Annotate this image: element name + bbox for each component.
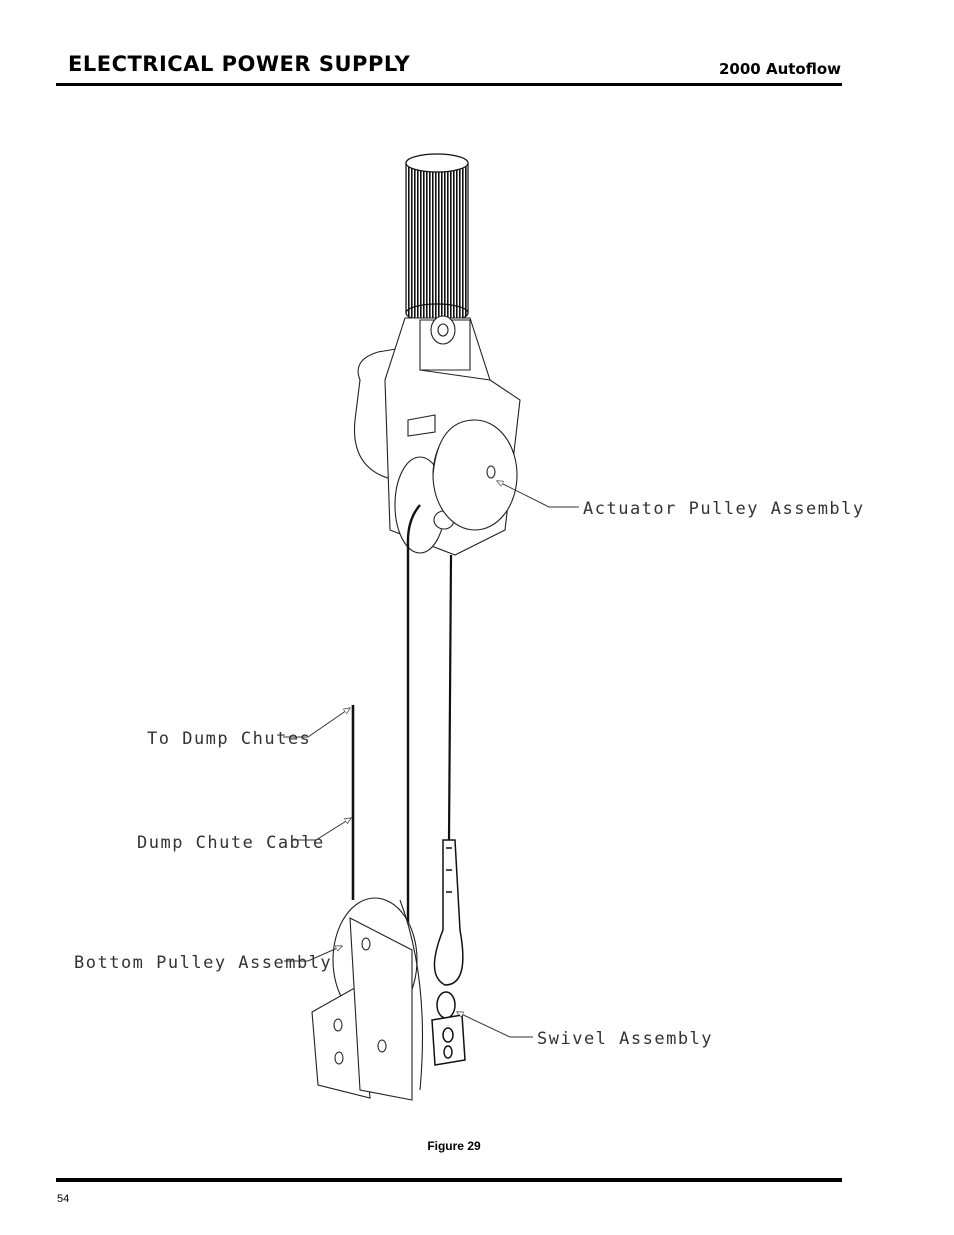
callout-leaders bbox=[283, 481, 579, 1038]
header-rule bbox=[56, 83, 842, 86]
callout-to-dump-chutes: To Dump Chutes bbox=[147, 729, 311, 749]
cables bbox=[351, 504, 453, 1095]
callout-actuator-pulley: Actuator Pulley Assembly bbox=[583, 499, 865, 519]
actuator-motor bbox=[405, 153, 469, 323]
actuator-pulley-assembly bbox=[353, 315, 521, 556]
page-number: 54 bbox=[57, 1193, 70, 1205]
callout-swivel: Swivel Assembly bbox=[537, 1029, 713, 1049]
callout-dump-chute-cable: Dump Chute Cable bbox=[137, 833, 325, 853]
figure-caption: Figure 29 bbox=[427, 1139, 481, 1153]
section-title: ELECTRICAL POWER SUPPLY bbox=[68, 52, 411, 76]
callout-bottom-pulley: Bottom Pulley Assembly bbox=[74, 953, 332, 973]
product-name: 2000 Autoflow bbox=[718, 60, 841, 78]
footer-rule bbox=[56, 1178, 842, 1182]
swivel-assembly bbox=[431, 839, 466, 1066]
bottom-pulley-assembly bbox=[311, 897, 423, 1101]
